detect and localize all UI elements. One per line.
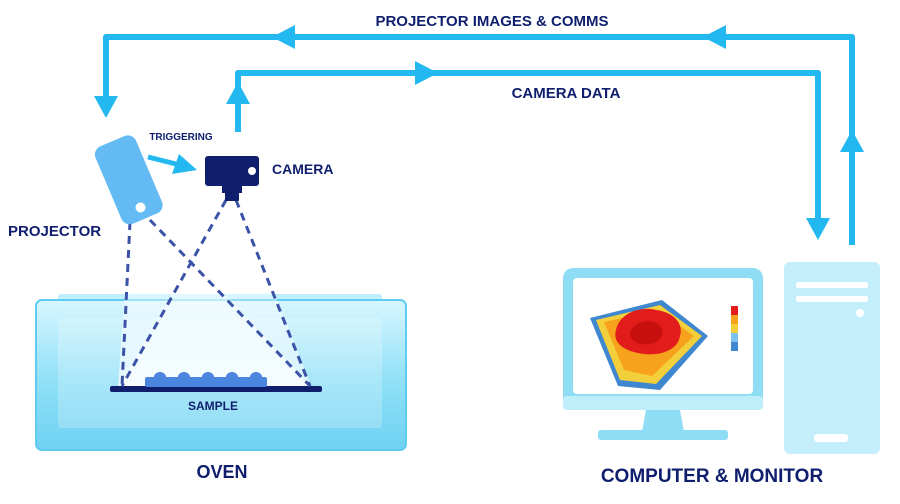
label-triggering: TRIGGERING bbox=[149, 132, 213, 143]
projection-beams bbox=[120, 199, 312, 388]
arrow-down-icon bbox=[806, 218, 830, 240]
tower-drive bbox=[814, 434, 848, 442]
sample-plate bbox=[110, 386, 322, 392]
camera-cone bbox=[118, 200, 312, 388]
heatmap-hotspot bbox=[629, 321, 663, 345]
camera-indicator bbox=[248, 167, 256, 175]
label-camera: CAMERA bbox=[272, 161, 333, 177]
monitor-chin bbox=[563, 396, 763, 410]
sample bbox=[110, 372, 322, 392]
arrow-left-icon bbox=[272, 25, 295, 49]
tower-power-light bbox=[856, 309, 864, 317]
projector-lens bbox=[135, 202, 146, 213]
sample-bumps bbox=[154, 372, 262, 382]
label-computer-monitor: COMPUTER & MONITOR bbox=[601, 466, 824, 487]
monitor-neck bbox=[642, 410, 684, 432]
projector-icon bbox=[94, 135, 163, 225]
label-camera-data: CAMERA DATA bbox=[512, 85, 621, 102]
camera-data-flow bbox=[226, 61, 830, 240]
camera-mount bbox=[222, 185, 242, 193]
label-oven: OVEN bbox=[196, 462, 247, 482]
camera-beam-left bbox=[120, 199, 228, 387]
heatmap-icon bbox=[590, 300, 738, 390]
projection-cones bbox=[118, 200, 312, 388]
trigger-line bbox=[147, 154, 181, 168]
projector-images-comms-flow bbox=[94, 25, 864, 245]
arrow-up-icon bbox=[226, 82, 250, 104]
tower-slot-1 bbox=[796, 282, 868, 288]
label-projector-images-comms: PROJECTOR IMAGES & COMMS bbox=[375, 13, 608, 30]
arrow-right-icon bbox=[172, 154, 197, 174]
arrow-down-icon bbox=[94, 96, 118, 118]
arrow-left-icon bbox=[703, 25, 726, 49]
computer-tower-icon bbox=[784, 262, 880, 454]
triggering-flow bbox=[147, 154, 197, 174]
tower-body bbox=[784, 262, 880, 454]
camera-lens bbox=[225, 192, 239, 201]
label-projector: PROJECTOR bbox=[8, 223, 101, 240]
arrow-up-icon bbox=[840, 130, 864, 152]
label-sample: SAMPLE bbox=[188, 399, 238, 413]
heatmap-colorbar bbox=[731, 306, 738, 351]
camera-beam-right bbox=[234, 199, 312, 387]
projector-beam-right bbox=[148, 218, 312, 388]
camera-body bbox=[205, 156, 259, 186]
arrow-right-icon bbox=[415, 61, 438, 85]
projector-body bbox=[94, 135, 163, 225]
camera-icon bbox=[205, 156, 259, 201]
monitor-stand bbox=[598, 430, 728, 440]
tower-slot-2 bbox=[796, 296, 868, 302]
